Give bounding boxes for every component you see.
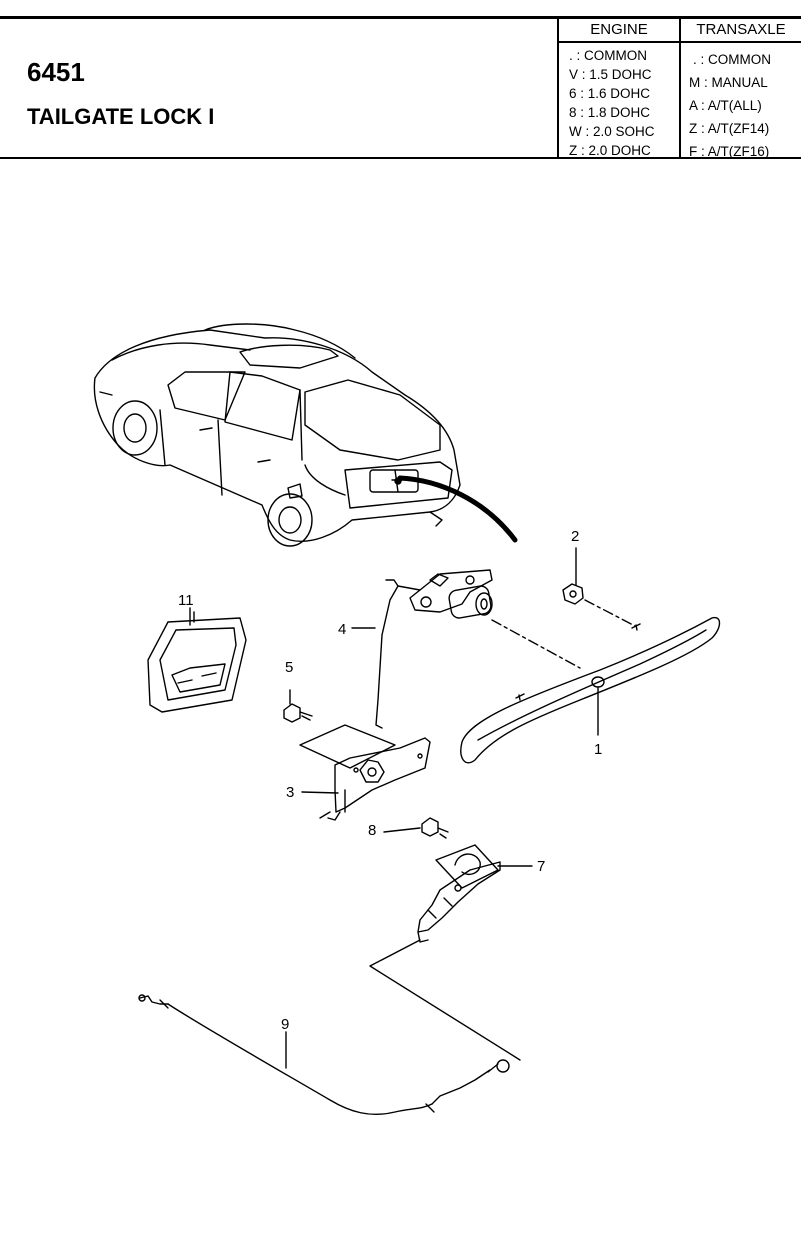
- part-8-screw: [421, 817, 449, 839]
- transaxle-legend: TRANSAXLE . : COMMON M : MANUAL A : A/T(…: [681, 19, 801, 159]
- assembly-guide-line: [369, 939, 521, 1061]
- callout-11: 11: [178, 592, 194, 609]
- engine-heading: ENGINE: [559, 19, 679, 43]
- engine-row: Z : 2.0 DOHC: [569, 143, 651, 158]
- transaxle-row: A : A/T(ALL): [689, 98, 762, 113]
- callout-5: 5: [285, 659, 294, 676]
- callout-2: 2: [571, 528, 580, 545]
- exploded-parts-diagram: [93, 323, 721, 1115]
- part-2-nut: [562, 583, 584, 605]
- engine-row: 8 : 1.8 DOHC: [569, 105, 651, 120]
- part-7-latch: [417, 844, 501, 943]
- transaxle-heading: TRANSAXLE: [681, 19, 801, 43]
- car-illustration: [93, 323, 461, 547]
- leader-line: [301, 791, 339, 794]
- engine-row: . : COMMON: [569, 48, 647, 63]
- lock-cylinder-assembly: [409, 569, 493, 619]
- part-4-rod: [351, 579, 421, 729]
- callout-7: 7: [537, 858, 546, 875]
- callout-1: 1: [594, 741, 603, 758]
- transaxle-row: . : COMMON: [693, 52, 771, 67]
- engine-legend: ENGINE . : COMMON V : 1.5 DOHC 6 : 1.6 D…: [557, 19, 681, 158]
- leader-arrow: [397, 475, 518, 543]
- engine-row: 6 : 1.6 DOHC: [569, 86, 651, 101]
- part-11-garnish: [147, 611, 247, 713]
- transaxle-row: F : A/T(ZF16): [689, 144, 770, 159]
- transaxle-row: M : MANUAL: [689, 75, 768, 90]
- part-group-code: 6451: [27, 57, 85, 87]
- page-title: TAILGATE LOCK I: [27, 104, 215, 129]
- callout-4: 4: [338, 621, 347, 638]
- callout-8: 8: [368, 822, 377, 839]
- leader-line: [383, 827, 421, 833]
- callout-9: 9: [281, 1016, 290, 1033]
- part-3-latch-plate: [299, 724, 431, 821]
- engine-row: V : 1.5 DOHC: [569, 67, 652, 82]
- callout-3: 3: [286, 784, 295, 801]
- part-9-cable: [138, 994, 510, 1115]
- part-1-handle: [460, 616, 721, 764]
- assembly-guide-line: [491, 619, 581, 669]
- header-block: 6451 TAILGATE LOCK I ENGINE . : COMMON V…: [0, 16, 801, 159]
- part-5-screw: [283, 703, 313, 723]
- transaxle-row: Z : A/T(ZF14): [689, 121, 770, 136]
- engine-row: W : 2.0 SOHC: [569, 124, 655, 139]
- assembly-guide-line: [584, 599, 636, 627]
